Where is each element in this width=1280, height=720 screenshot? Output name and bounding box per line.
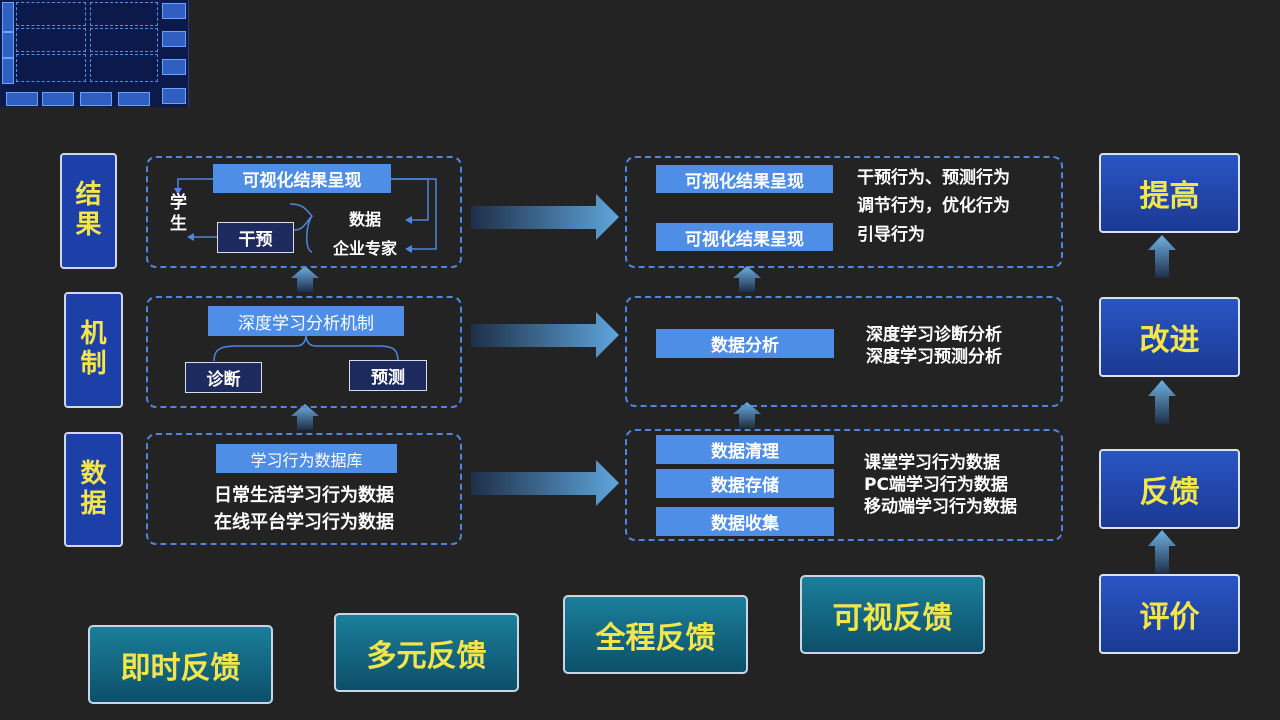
panel-mechanism-right bbox=[625, 296, 1063, 407]
whole-process-feedback-box: 全程反馈 bbox=[563, 595, 748, 674]
arrow-up-icon bbox=[291, 404, 319, 430]
data-clean-box: 数据清理 bbox=[656, 435, 834, 464]
arrow-right-icon bbox=[471, 312, 619, 358]
arrow-up-icon bbox=[1148, 380, 1176, 424]
online-data-text: 在线平台学习行为数据 bbox=[214, 512, 394, 533]
mobile-data-text: 移动端学习行为数据 bbox=[864, 497, 1017, 517]
improve-box: 提高 bbox=[1099, 153, 1240, 233]
arrow-up-icon bbox=[733, 402, 761, 428]
visual-result-box: 可视化结果呈现 bbox=[213, 164, 391, 193]
data-text: 数据 bbox=[349, 210, 382, 229]
advance-box: 改进 bbox=[1099, 297, 1240, 377]
pc-data-text: PC端学习行为数据 bbox=[864, 475, 1008, 495]
arrow-right-icon bbox=[471, 194, 619, 240]
experts-text: 企业专家 bbox=[333, 239, 398, 258]
arrow-up-icon bbox=[291, 266, 319, 292]
arrow-up-icon bbox=[1148, 235, 1176, 278]
evaluate-box: 评价 bbox=[1099, 574, 1240, 654]
label-result: 结 果 bbox=[60, 153, 117, 269]
label-mechanism: 机 制 bbox=[64, 292, 123, 408]
panel-data-right bbox=[625, 429, 1063, 541]
prediction-analysis-text: 深度学习预测分析 bbox=[866, 347, 1002, 367]
daily-data-text: 日常生活学习行为数据 bbox=[214, 485, 394, 506]
visual-feedback-box: 可视反馈 bbox=[800, 575, 985, 654]
mechanism-box: 深度学习分析机制 bbox=[208, 306, 404, 336]
panel-result-left bbox=[146, 156, 462, 268]
database-box: 学习行为数据库 bbox=[216, 444, 397, 473]
intervene-box: 干预 bbox=[217, 222, 294, 253]
behavior-text-2: 调节行为，优化行为 bbox=[857, 196, 1010, 216]
diagnose-box: 诊断 bbox=[185, 362, 262, 393]
behavior-text-3: 引导行为 bbox=[857, 225, 925, 245]
multi-feedback-box: 多元反馈 bbox=[334, 613, 519, 692]
predict-box: 预测 bbox=[349, 360, 427, 391]
arrow-right-icon bbox=[471, 460, 619, 506]
classroom-data-text: 课堂学习行为数据 bbox=[864, 453, 1000, 473]
feedback-box: 反馈 bbox=[1099, 449, 1240, 529]
panel-result-right bbox=[625, 156, 1063, 268]
visual-result-box-1: 可视化结果呈现 bbox=[656, 165, 833, 193]
diagnosis-analysis-text: 深度学习诊断分析 bbox=[866, 325, 1002, 345]
visual-result-box-2: 可视化结果呈现 bbox=[656, 223, 833, 251]
behavior-text-1: 干预行为、预测行为 bbox=[857, 168, 1010, 188]
data-store-box: 数据存储 bbox=[656, 469, 834, 498]
panel-data-left bbox=[146, 433, 462, 545]
data-analysis-box: 数据分析 bbox=[656, 329, 834, 358]
student-text: 学 生 bbox=[170, 193, 187, 234]
data-collect-box: 数据收集 bbox=[656, 507, 834, 536]
panel-mechanism-left bbox=[146, 296, 462, 408]
instant-feedback-box: 即时反馈 bbox=[88, 625, 273, 704]
arrow-up-icon bbox=[733, 266, 761, 292]
label-data: 数 据 bbox=[64, 432, 123, 547]
arrow-up-icon bbox=[1148, 530, 1176, 574]
thumbnail-preview bbox=[0, 0, 189, 107]
